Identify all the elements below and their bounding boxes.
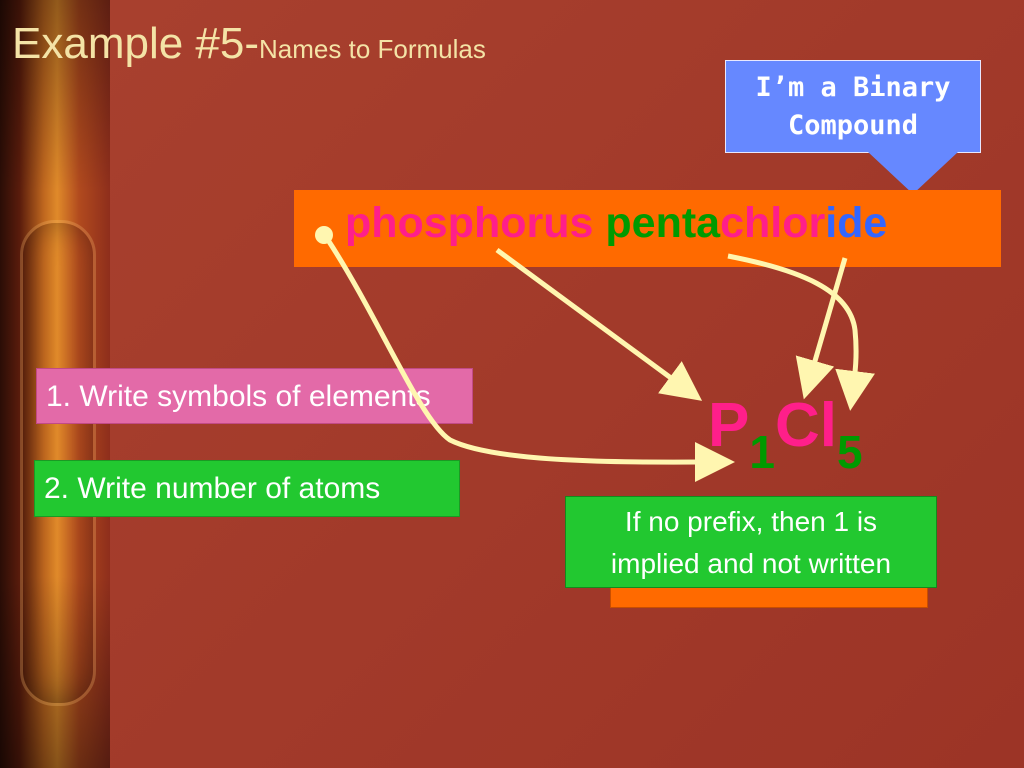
- name-suffix: ide: [825, 199, 888, 247]
- title-subtitle: Names to Formulas: [259, 34, 486, 64]
- formula-subscript-2: 5: [836, 426, 863, 478]
- name-element-2-root: chlor: [720, 199, 826, 247]
- note-line-2: implied and not written: [610, 548, 892, 579]
- binary-compound-callout: I’m a Binary Compound: [725, 60, 981, 153]
- callout-pointer: [868, 152, 958, 194]
- formula-element-1: P: [708, 391, 750, 460]
- step-1-box: 1. Write symbols of elements: [36, 368, 473, 424]
- formula-element-2: Cl: [774, 391, 837, 460]
- callout-line-2: Compound: [787, 110, 919, 141]
- name-element-1: phosphorus: [345, 199, 594, 247]
- name-prefix: penta: [605, 199, 721, 247]
- formula-subscript-1: 1: [749, 426, 775, 478]
- compound-name: phosphorus pentachloride: [345, 197, 887, 249]
- chemical-formula: P1Cl5: [708, 386, 863, 482]
- prefix-note: If no prefix, then 1 is implied and not …: [565, 496, 937, 588]
- step-2-box: 2. Write number of atoms: [34, 460, 460, 517]
- slide-title: Example #5-Names to Formulas: [12, 18, 486, 75]
- callout-line-1: I’m a Binary: [755, 72, 951, 103]
- title-main: Example #5-: [12, 19, 260, 68]
- note-line-1: If no prefix, then 1 is: [624, 506, 878, 537]
